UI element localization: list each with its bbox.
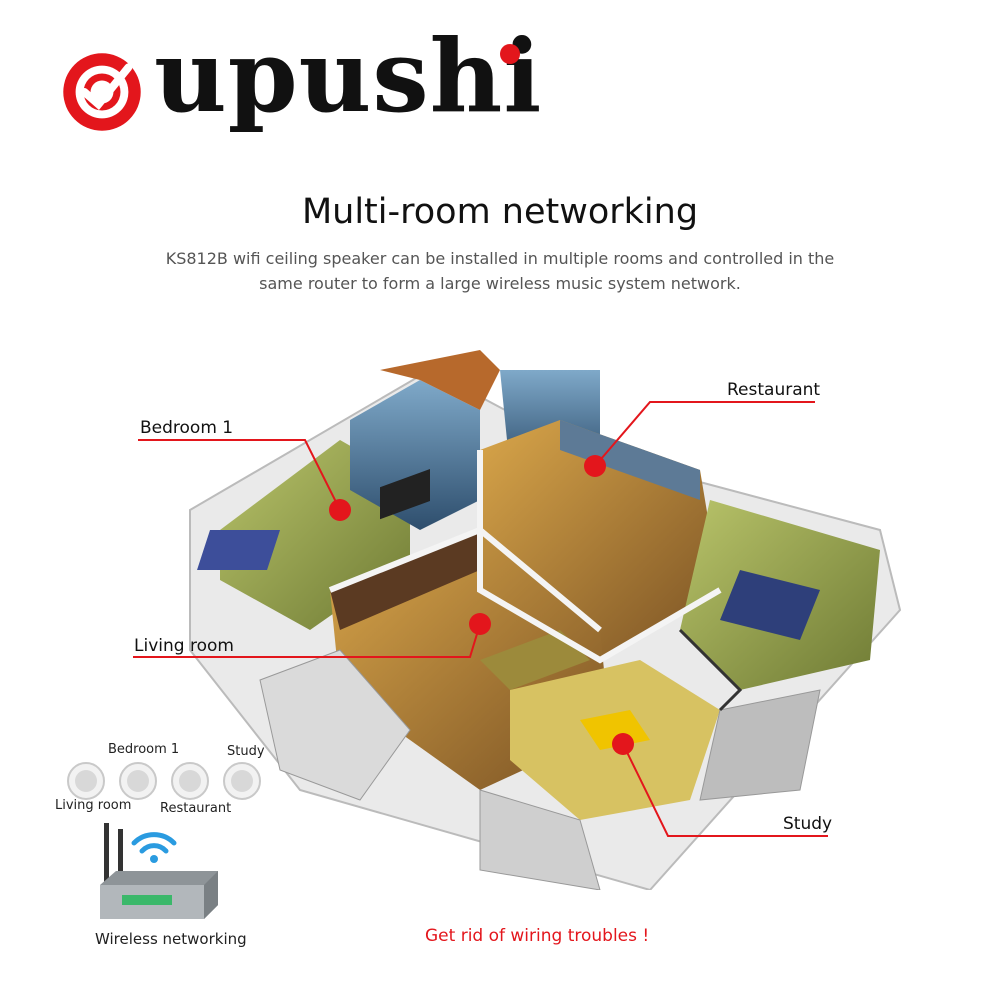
brand-logo: upushi (58, 26, 541, 150)
callout-restaurant-label: Restaurant (727, 380, 821, 400)
page-title: Multi-room networking (301, 192, 699, 232)
wifi-icon (131, 832, 177, 854)
callout-bedroom-label: Bedroom 1 (140, 418, 234, 438)
router-caption: Wireless networking (95, 930, 247, 948)
wireless-router-icon (100, 823, 218, 919)
ceiling-speaker-icon (67, 762, 105, 800)
speaker-label-restaurant: Restaurant (160, 801, 232, 816)
speaker-label-study: Study (227, 744, 265, 759)
callout-living-room-label: Living room (134, 636, 234, 656)
subtitle-line-1: KS812B wifi ceiling speaker can be insta… (165, 249, 835, 268)
logo-mark-icon (63, 53, 141, 131)
bed-1 (197, 530, 281, 570)
subtitle-line-2: same router to form a large wireless mus… (259, 274, 741, 293)
brand-name: upushi (154, 17, 543, 135)
ceiling-speaker-icon (119, 762, 157, 800)
ceiling-speakers (67, 762, 261, 800)
ceiling-speaker-icon (171, 762, 209, 800)
speaker-label-living-room: Living room (55, 798, 132, 813)
page-subtitle: KS812B wifi ceiling speaker can be insta… (160, 246, 840, 296)
ceiling-speaker-icon (223, 762, 261, 800)
callout-study-label: Study (783, 814, 833, 834)
footer-note: Get rid of wiring troubles ! (425, 926, 650, 946)
house-illustration (189, 350, 902, 890)
speaker-label-bedroom: Bedroom 1 (108, 742, 180, 757)
logo-dot-icon (500, 44, 520, 64)
